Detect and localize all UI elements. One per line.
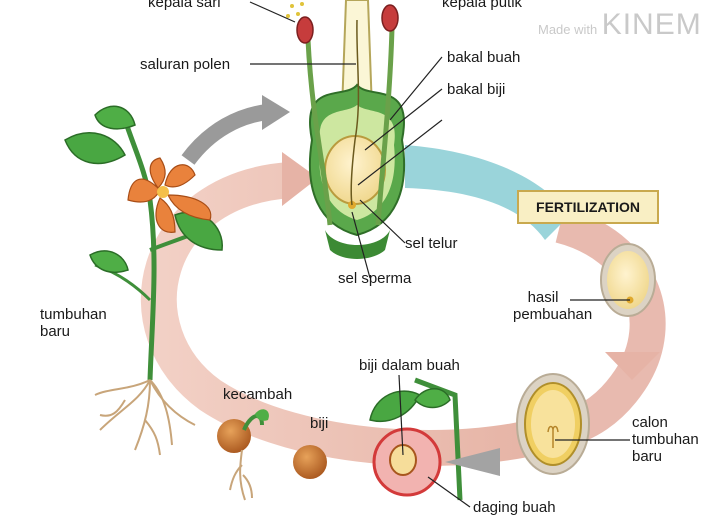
label-hasil-pembuahan: hasil pembuahan bbox=[513, 289, 593, 323]
leader-lines bbox=[249, 1, 630, 508]
label-bakal-biji: bakal biji bbox=[447, 81, 506, 98]
label-kecambah: kecambah bbox=[223, 386, 293, 403]
label-biji: biji bbox=[310, 415, 329, 432]
fertilization-label: FERTILIZATION bbox=[517, 190, 659, 224]
label-tumbuhan-baru: tumbuhan baru bbox=[40, 306, 107, 340]
label-saluran-polen: saluran polen bbox=[140, 56, 231, 73]
label-biji-dalam-buah: biji dalam buah bbox=[359, 357, 460, 374]
grey-arrow bbox=[181, 95, 290, 165]
fruit bbox=[369, 377, 463, 501]
zygote-ovule bbox=[600, 243, 656, 317]
seed bbox=[293, 445, 327, 479]
label-kepala-putik: kepala putik bbox=[442, 0, 523, 11]
seedling bbox=[217, 409, 269, 501]
label-bakal-buah: bakal buah bbox=[447, 49, 521, 66]
embryo-seed bbox=[516, 373, 590, 475]
label-kepala-sari: kepala sari bbox=[148, 0, 221, 11]
watermark: Made with KINEM bbox=[538, 8, 702, 42]
label-sel-sperma: sel sperma bbox=[338, 270, 412, 287]
flowering-plant bbox=[64, 105, 223, 456]
fruit-arrow bbox=[445, 448, 500, 476]
watermark-brand: KINEM bbox=[601, 8, 702, 41]
label-calon-tumbuhan-baru: calon tumbuhan baru bbox=[632, 414, 699, 465]
label-sel-telur: sel telur bbox=[405, 235, 458, 252]
label-daging-buah: daging buah bbox=[473, 499, 556, 516]
watermark-prefix: Made with bbox=[538, 22, 598, 37]
